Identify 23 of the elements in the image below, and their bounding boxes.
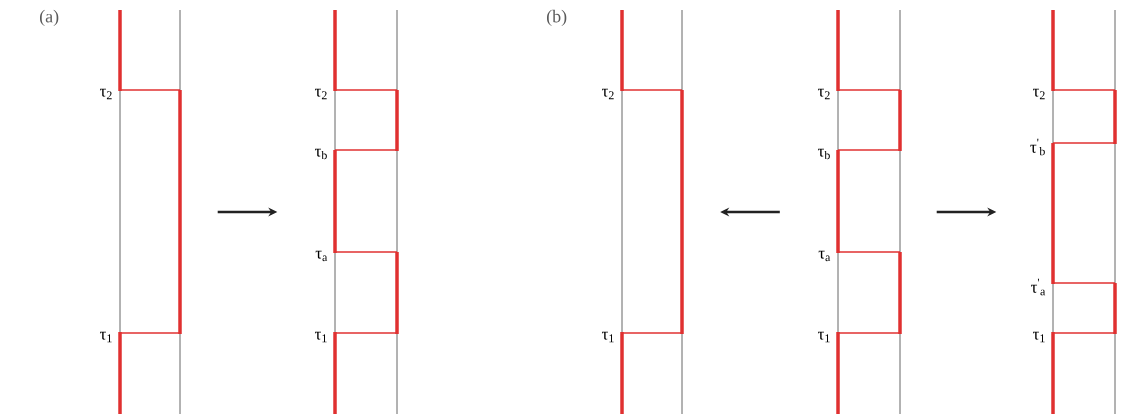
- time-label: τ$^{'}$a: [1031, 278, 1046, 296]
- panel-label: (a): [40, 9, 59, 27]
- time-label: τ$_{2}$: [817, 88, 830, 100]
- worldline-drawing: [620, 9, 684, 414]
- time-label: τ$^{'}$b: [1030, 138, 1045, 156]
- worldline-drawing: [836, 9, 902, 414]
- time-label: τ$_{1}$: [817, 331, 830, 343]
- time-label: τ$_{b}$: [817, 148, 830, 160]
- time-label: τ$_{2}$: [314, 88, 327, 100]
- time-label: τ$_{b}$: [314, 148, 327, 160]
- worldline-drawing: [1051, 9, 1117, 414]
- time-label: τ$_{1}$: [601, 331, 614, 343]
- time-label: τ$_{1}$: [99, 331, 112, 343]
- time-label: τ$_{1}$: [1032, 331, 1045, 343]
- worldline-drawing: [118, 9, 182, 414]
- time-label: τ$_{2}$: [1032, 88, 1045, 100]
- time-label: τ$_{a}$: [818, 250, 831, 262]
- time-label: τ$_{a}$: [315, 250, 328, 262]
- worldline-drawing: [333, 9, 399, 414]
- time-label: τ$_{1}$: [314, 331, 327, 343]
- panel-label: (b): [547, 9, 567, 27]
- time-label: τ$_{2}$: [99, 88, 112, 100]
- time-label: τ$_{2}$: [601, 88, 614, 100]
